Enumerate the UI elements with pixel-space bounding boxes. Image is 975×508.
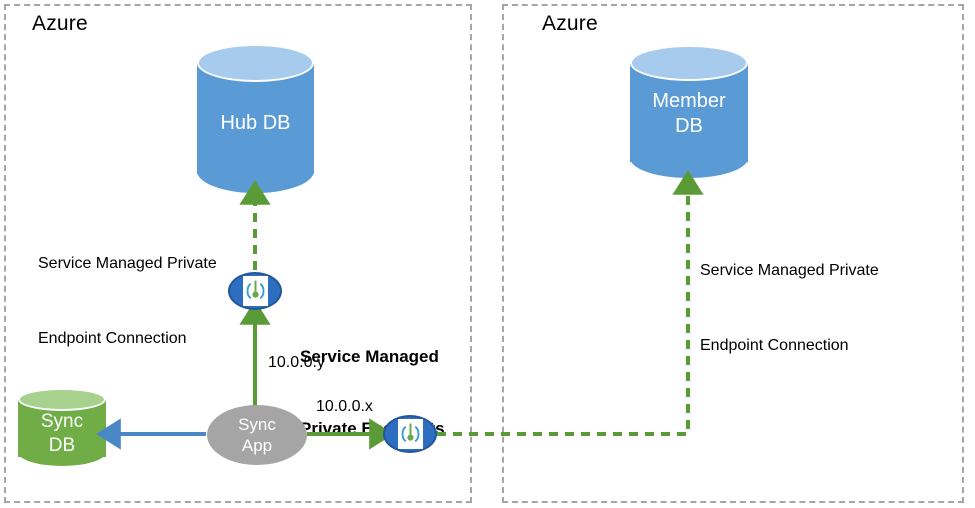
sync-app-label: Sync App <box>238 414 276 456</box>
private-endpoint-icon <box>397 419 423 449</box>
private-endpoint-badge-member <box>383 415 437 453</box>
hub-db-node: Hub DB <box>197 44 314 193</box>
hub-connection-annotation: Service Managed Private Endpoint Connect… <box>38 201 217 401</box>
member-connection-annotation: Service Managed Private Endpoint Connect… <box>700 208 879 408</box>
member-db-cylinder-top <box>630 45 748 81</box>
private-endpoint-icon <box>242 276 268 306</box>
ip-label-x: 10.0.0.x <box>316 398 373 415</box>
smpe-title-line1: Service Managed <box>300 347 439 366</box>
hub-connection-annotation-line1: Service Managed Private <box>38 255 217 272</box>
sync-db-cylinder-top <box>18 388 106 411</box>
azure-zone-left-label: Azure <box>32 12 88 35</box>
member-connection-annotation-line2: Endpoint Connection <box>700 337 849 354</box>
service-managed-private-endpoints-title: Service Managed Private Endpoints <box>300 297 445 489</box>
sync-app-label-line1: Sync <box>238 415 276 434</box>
ip-label-y: 10.0.0.y <box>268 354 325 371</box>
member-connection-annotation-line1: Service Managed Private <box>700 262 879 279</box>
hub-connection-annotation-line2: Endpoint Connection <box>38 330 187 347</box>
private-endpoint-badge-hub <box>228 272 282 310</box>
member-db-node: Member DB <box>630 45 748 178</box>
sync-app-node: Sync App <box>207 405 307 465</box>
azure-zone-right-label: Azure <box>542 12 598 35</box>
sync-app-label-line2: App <box>241 436 273 455</box>
hub-db-cylinder-top <box>197 44 314 82</box>
